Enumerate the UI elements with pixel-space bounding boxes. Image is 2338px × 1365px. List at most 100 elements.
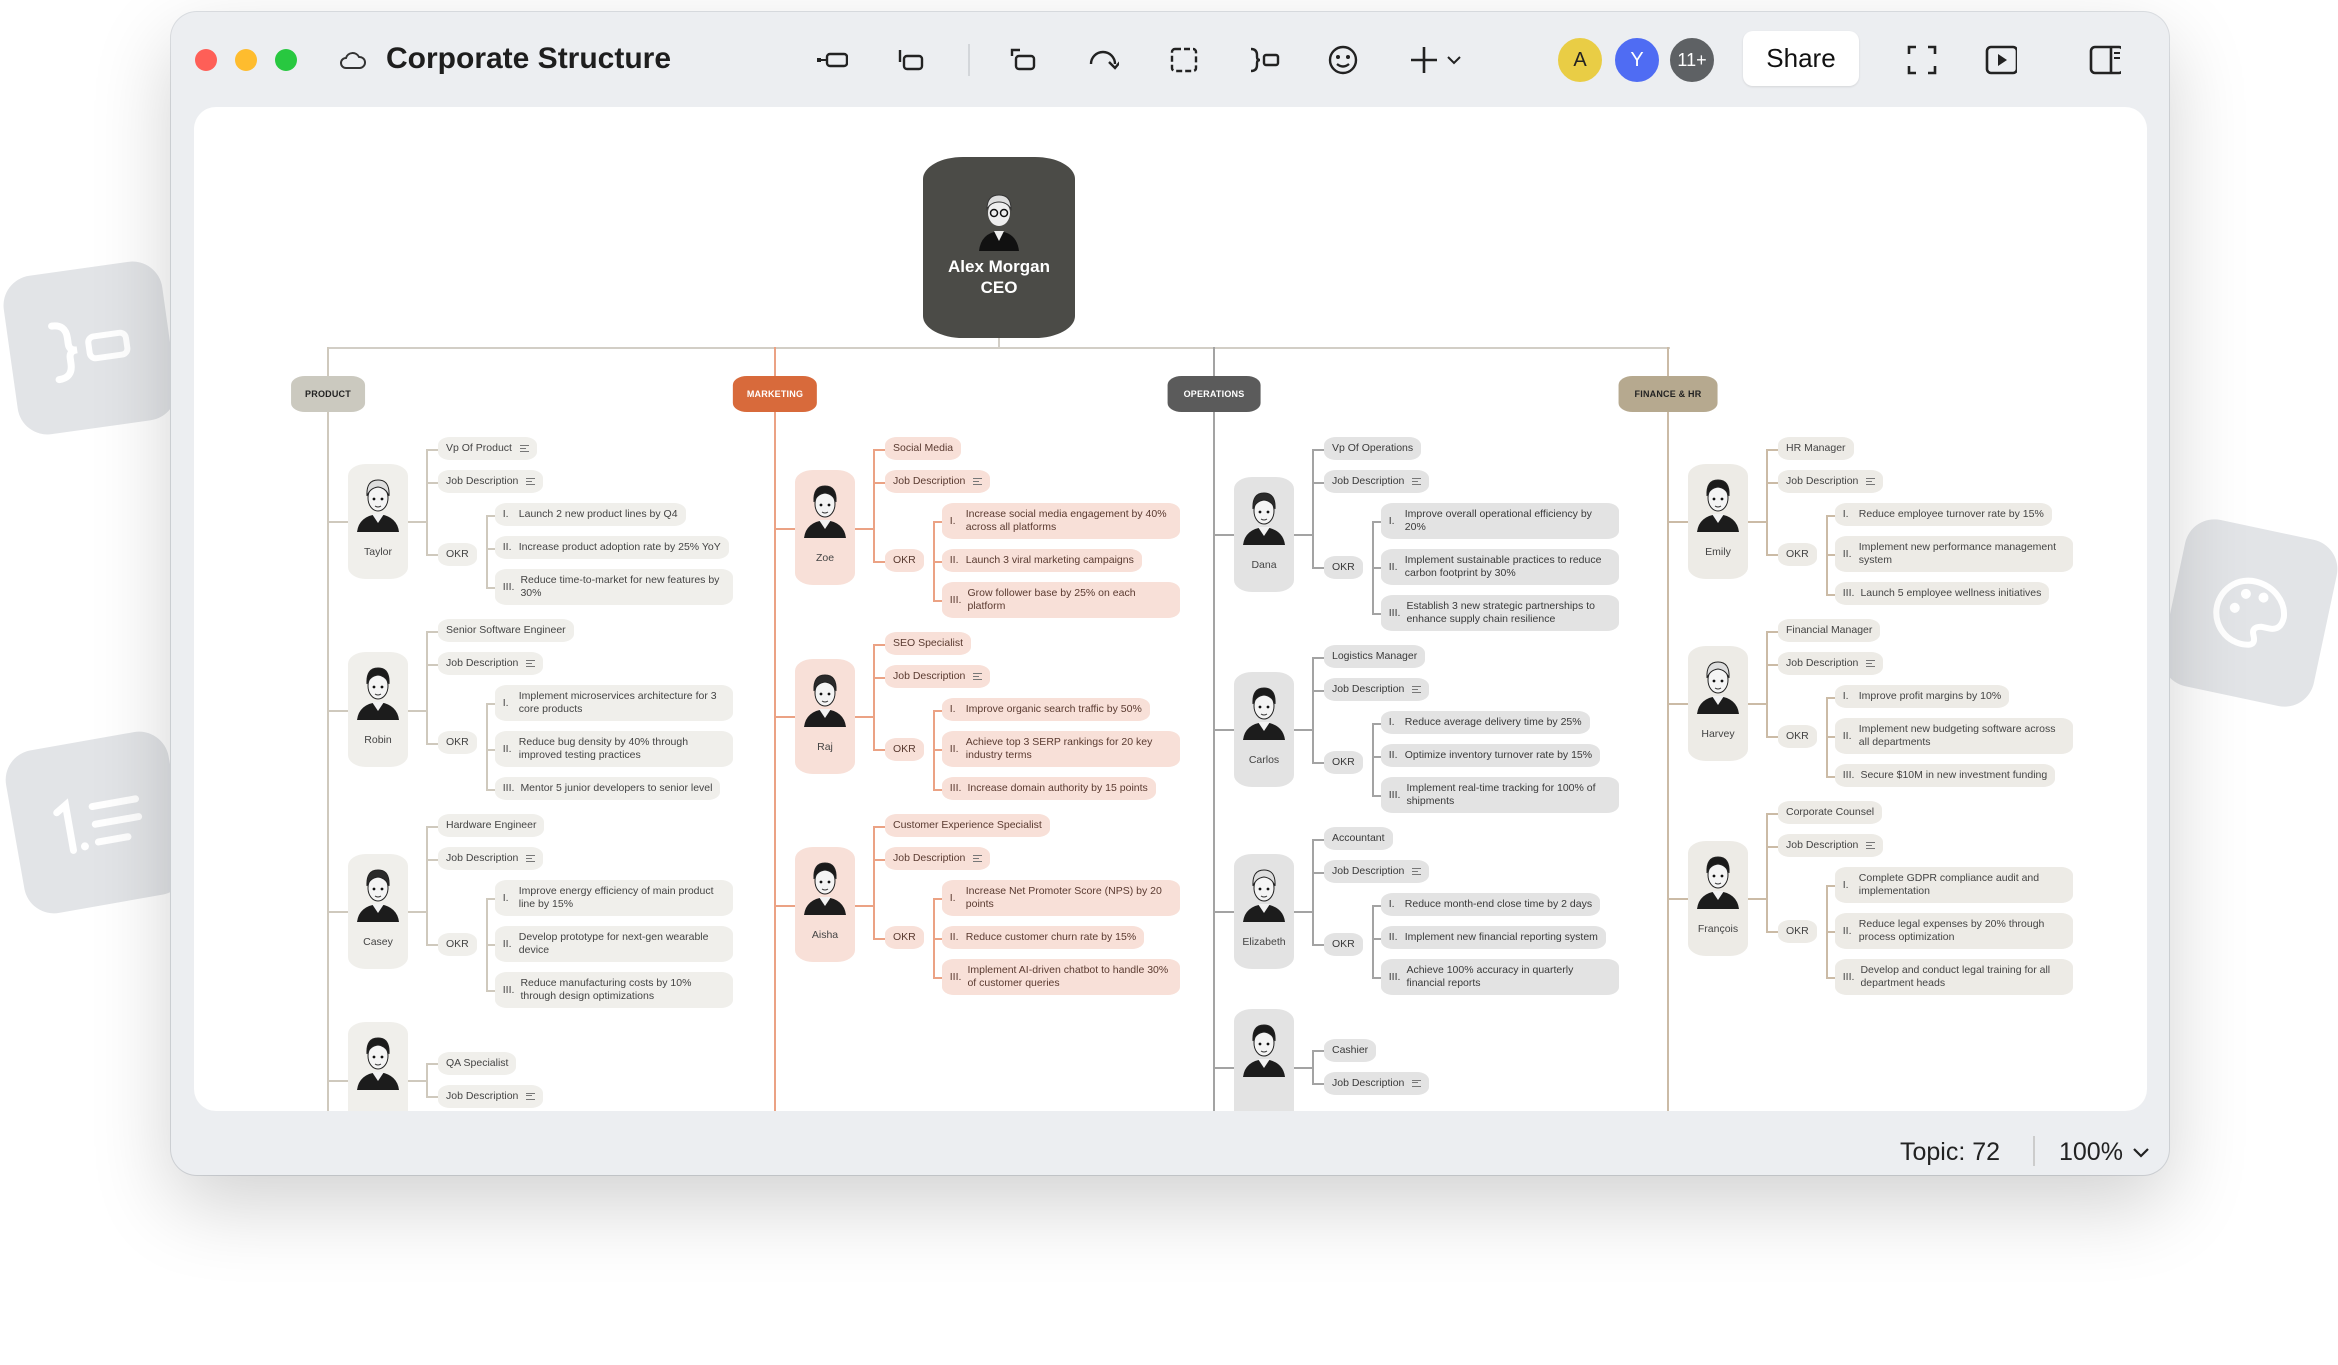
person-card[interactable]: Emily xyxy=(1688,463,1766,579)
okr-item[interactable]: I.Improve organic search traffic by 50% xyxy=(941,698,1150,721)
okr-item[interactable]: I.Launch 2 new product lines by Q4 xyxy=(494,503,686,526)
person-card[interactable]: Taylor xyxy=(348,463,426,579)
okr-item[interactable]: II.Optimize inventory turnover rate by 1… xyxy=(1380,744,1601,767)
department-topic[interactable]: FINANCE & HR xyxy=(1618,376,1718,412)
job-title-topic[interactable]: Logistics Manager xyxy=(1324,645,1426,668)
job-title-topic[interactable]: Accountant xyxy=(1324,827,1393,850)
okr-item[interactable]: I.Reduce month-end close time by 2 days xyxy=(1380,893,1601,916)
okr-item[interactable]: III.Secure $10M in new investment fundin… xyxy=(1834,764,2056,787)
job-title-topic[interactable]: Customer Experience Specialist xyxy=(885,814,1050,837)
floating-topic-icon[interactable] xyxy=(1007,44,1039,76)
maximize-window-button[interactable] xyxy=(275,49,297,71)
okr-item[interactable]: II.Implement new financial reporting sys… xyxy=(1380,926,1606,949)
minimize-window-button[interactable] xyxy=(235,49,257,71)
note-icon[interactable] xyxy=(1866,478,1876,485)
boundary-icon[interactable] xyxy=(1168,44,1200,76)
okr-item[interactable]: III.Implement real-time tracking for 100… xyxy=(1380,777,1619,813)
okr-topic[interactable]: OKR xyxy=(885,926,924,949)
person-card[interactable] xyxy=(1234,1009,1312,1111)
person-card[interactable]: Raj xyxy=(795,658,873,774)
job-description-topic[interactable]: Job Description xyxy=(438,1084,544,1108)
person-card[interactable]: Harvey xyxy=(1688,645,1766,761)
okr-item[interactable]: II.Achieve top 3 SERP rankings for 20 ke… xyxy=(941,731,1180,767)
job-title-topic[interactable]: HR Manager xyxy=(1778,437,1854,460)
okr-item[interactable]: II.Implement new performance management … xyxy=(1834,536,2073,572)
note-icon[interactable] xyxy=(1866,660,1876,667)
insert-icon[interactable] xyxy=(1408,44,1440,76)
pitch-mode-icon[interactable] xyxy=(1985,44,2017,76)
job-description-topic[interactable]: Job Description xyxy=(885,847,991,870)
job-description-topic[interactable]: Job Description xyxy=(1324,1071,1430,1095)
document-title[interactable]: Corporate Structure xyxy=(386,42,672,75)
department-topic[interactable]: MARKETING xyxy=(732,376,818,412)
share-button[interactable]: Share xyxy=(1743,31,1859,86)
okr-item[interactable]: III.Grow follower base by 25% on each pl… xyxy=(941,582,1180,618)
collaborator-avatar[interactable]: A xyxy=(1556,36,1604,84)
okr-item[interactable]: I.Improve profit margins by 10% xyxy=(1834,685,2010,708)
person-card[interactable]: Aisha xyxy=(795,847,873,962)
chevron-down-icon[interactable] xyxy=(1444,44,1464,76)
okr-topic[interactable]: OKR xyxy=(1324,750,1363,774)
job-title-topic[interactable]: Cashier xyxy=(1324,1038,1377,1062)
okr-item[interactable]: III.Achieve 100% accuracy in quarterly f… xyxy=(1380,959,1619,995)
job-title-topic[interactable]: Social Media xyxy=(885,437,962,460)
okr-topic[interactable]: OKR xyxy=(438,932,477,956)
job-title-topic[interactable]: Senior Software Engineer xyxy=(438,619,574,642)
okr-topic[interactable]: OKR xyxy=(1324,932,1363,956)
note-icon[interactable] xyxy=(1412,478,1422,485)
note-icon[interactable] xyxy=(973,855,983,862)
job-title-topic[interactable]: Vp Of Operations xyxy=(1324,437,1422,460)
person-card[interactable] xyxy=(348,1022,426,1111)
okr-item[interactable]: I.Improve overall operational efficiency… xyxy=(1380,503,1619,539)
job-description-topic[interactable]: Job Description xyxy=(1324,470,1430,493)
department-topic[interactable]: PRODUCT xyxy=(291,376,365,412)
note-icon[interactable] xyxy=(973,673,983,680)
zoom-level[interactable]: 100% xyxy=(2059,1138,2123,1166)
note-icon[interactable] xyxy=(1412,686,1422,693)
okr-topic[interactable]: OKR xyxy=(885,737,924,761)
zen-mode-icon[interactable] xyxy=(1906,44,1938,76)
job-title-topic[interactable]: Corporate Counsel xyxy=(1778,801,1883,824)
okr-item[interactable]: I.Implement microservices architecture f… xyxy=(494,685,733,721)
okr-item[interactable]: II.Develop prototype for next-gen wearab… xyxy=(494,926,733,962)
person-card[interactable]: François xyxy=(1688,840,1766,956)
job-description-topic[interactable]: Job Description xyxy=(1324,678,1430,701)
okr-item[interactable]: III.Mentor 5 junior developers to senior… xyxy=(494,777,721,800)
job-description-topic[interactable]: Job Description xyxy=(1778,470,1884,493)
okr-topic[interactable]: OKR xyxy=(1324,555,1363,579)
note-icon[interactable] xyxy=(1866,842,1876,849)
note-icon[interactable] xyxy=(526,1092,536,1100)
note-icon[interactable] xyxy=(526,855,536,862)
job-description-topic[interactable]: Job Description xyxy=(438,652,544,675)
okr-topic[interactable]: OKR xyxy=(885,549,924,572)
okr-item[interactable]: II.Launch 3 viral marketing campaigns xyxy=(941,549,1142,572)
collaborator-avatar[interactable]: Y xyxy=(1613,36,1661,84)
person-card[interactable]: Casey xyxy=(348,853,426,969)
note-icon[interactable] xyxy=(973,478,983,485)
okr-item[interactable]: II.Implement sustainable practices to re… xyxy=(1380,549,1619,585)
okr-topic[interactable]: OKR xyxy=(1778,542,1817,566)
root-topic-ceo[interactable]: Alex Morgan CEO xyxy=(923,157,1075,338)
okr-item[interactable]: I.Increase Net Promoter Score (NPS) by 2… xyxy=(941,880,1180,916)
okr-item[interactable]: I.Reduce average delivery time by 25% xyxy=(1380,711,1590,734)
department-topic[interactable]: OPERATIONS xyxy=(1167,376,1261,412)
okr-item[interactable]: III.Establish 3 new strategic partnershi… xyxy=(1380,595,1619,631)
job-description-topic[interactable]: Job Description xyxy=(885,470,991,493)
okr-topic[interactable]: OKR xyxy=(1778,724,1817,748)
okr-item[interactable]: II.Reduce bug density by 40% through imp… xyxy=(494,731,733,767)
okr-item[interactable]: III.Develop and conduct legal training f… xyxy=(1834,959,2073,995)
okr-topic[interactable]: OKR xyxy=(1778,919,1817,943)
okr-item[interactable]: III.Launch 5 employee wellness initiativ… xyxy=(1834,582,2050,605)
summary-icon[interactable] xyxy=(1248,44,1280,76)
note-icon[interactable] xyxy=(519,445,529,452)
job-description-topic[interactable]: Job Description xyxy=(438,470,544,493)
job-description-topic[interactable]: Job Description xyxy=(1778,834,1884,857)
person-card[interactable]: Robin xyxy=(348,652,426,767)
topic-icon[interactable] xyxy=(816,44,848,76)
job-title-topic[interactable]: Hardware Engineer xyxy=(438,814,545,837)
job-title-topic[interactable]: QA Specialist xyxy=(438,1051,517,1075)
sidebar-panel-icon[interactable] xyxy=(2089,44,2121,76)
job-description-topic[interactable]: Job Description xyxy=(438,847,544,870)
job-description-topic[interactable]: Job Description xyxy=(1324,860,1430,883)
job-title-topic[interactable]: Financial Manager xyxy=(1778,619,1881,642)
